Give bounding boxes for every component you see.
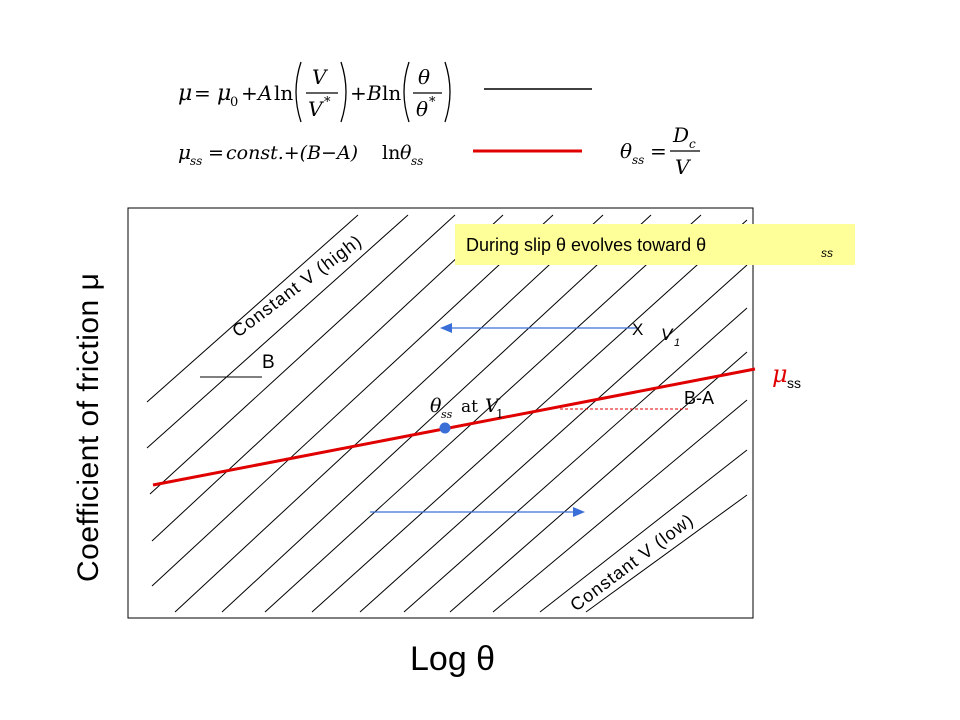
v1-label: V bbox=[661, 325, 674, 344]
svg-text:ln: ln bbox=[274, 81, 293, 105]
b-label: B bbox=[262, 352, 275, 373]
svg-text:+: + bbox=[241, 81, 258, 105]
svg-text:*: * bbox=[429, 95, 436, 110]
steady-state-equation: μ ss = const.+(B−A) ln θ ss bbox=[178, 140, 423, 168]
svg-text:V: V bbox=[312, 65, 329, 89]
svg-text:μ: μ bbox=[217, 81, 231, 106]
constant-v-high-label: Constant V (high) bbox=[228, 231, 365, 342]
svg-text:1: 1 bbox=[496, 407, 504, 421]
constant-v-line bbox=[221, 214, 652, 613]
constant-v-line bbox=[359, 264, 748, 613]
svg-text:at: at bbox=[461, 397, 478, 417]
constant-v-line bbox=[151, 214, 554, 587]
arrow-left-head bbox=[440, 323, 452, 333]
left-paren bbox=[295, 61, 302, 123]
svg-text:A: A bbox=[256, 81, 272, 105]
constant-v-line bbox=[449, 351, 748, 613]
svg-text:=: = bbox=[208, 142, 224, 164]
constant-v-line bbox=[539, 449, 748, 613]
left-paren bbox=[403, 61, 410, 123]
constant-v-line bbox=[174, 214, 604, 613]
constant-v-line bbox=[149, 214, 456, 495]
constant-velocity-lines bbox=[146, 214, 748, 613]
callout-box bbox=[455, 224, 855, 265]
constant-v-low-label: Constant V (low) bbox=[566, 510, 697, 616]
svg-text:μ: μ bbox=[178, 140, 191, 164]
svg-text:V: V bbox=[675, 155, 692, 179]
svg-text:θ: θ bbox=[620, 139, 632, 163]
arrow-right-head bbox=[573, 507, 585, 517]
constant-v-line bbox=[151, 214, 504, 542]
svg-text:+: + bbox=[350, 81, 367, 105]
svg-text:θ: θ bbox=[400, 142, 412, 164]
svg-text:θ: θ bbox=[418, 65, 430, 89]
svg-text:=: = bbox=[650, 139, 667, 163]
svg-text:D: D bbox=[672, 123, 689, 147]
rate-state-equation: μ = μ 0 + A ln V V * + B ln θ θ * bbox=[178, 61, 451, 123]
svg-text:c: c bbox=[689, 137, 696, 151]
callout-text-sub: ss bbox=[821, 246, 833, 260]
steady-state-friction-line bbox=[152, 367, 756, 487]
mu-ss-label-sub: ss bbox=[787, 375, 801, 391]
svg-text:=: = bbox=[194, 81, 211, 105]
svg-text:θ: θ bbox=[416, 97, 428, 121]
svg-text:θ: θ bbox=[430, 395, 442, 417]
svg-text:V: V bbox=[308, 97, 325, 121]
svg-text:ss: ss bbox=[441, 408, 453, 421]
mu-ss-label: μ bbox=[772, 360, 788, 388]
svg-text:μ: μ bbox=[178, 81, 192, 106]
constant-v-line bbox=[146, 214, 409, 449]
svg-text:const.+(B−A): const.+(B−A) bbox=[226, 142, 358, 164]
svg-text:*: * bbox=[324, 95, 331, 110]
theta-ss-equation: θ ss = D c V bbox=[620, 123, 700, 179]
evolution-arrows bbox=[370, 323, 639, 517]
svg-text:ss: ss bbox=[411, 154, 423, 168]
svg-text:ln: ln bbox=[382, 142, 400, 164]
constant-v-line bbox=[492, 399, 748, 613]
svg-text:ss: ss bbox=[632, 153, 644, 167]
steady-state-point bbox=[439, 422, 451, 434]
constant-v-line bbox=[146, 214, 359, 403]
plot-frame bbox=[127, 207, 754, 619]
callout-text: During slip θ evolves toward θ bbox=[466, 235, 706, 255]
svg-text:ss: ss bbox=[190, 154, 202, 168]
v1-label-sub: 1 bbox=[674, 337, 680, 349]
x-axis-label: Log θ bbox=[410, 640, 495, 678]
constant-v-line bbox=[264, 214, 702, 613]
svg-text:B: B bbox=[366, 81, 382, 105]
constant-v-line bbox=[585, 494, 748, 613]
right-paren bbox=[444, 61, 451, 123]
start-marker: X bbox=[632, 320, 643, 339]
svg-text:V: V bbox=[485, 395, 501, 417]
svg-text:0: 0 bbox=[230, 95, 238, 110]
y-axis-label: Coefficient of friction μ bbox=[72, 273, 105, 582]
right-paren bbox=[340, 61, 347, 123]
constant-v-line bbox=[311, 219, 748, 613]
constant-v-line bbox=[403, 307, 748, 613]
svg-text:ln: ln bbox=[382, 81, 401, 105]
theta-ss-at-v1-label: θ ss at V 1 bbox=[430, 395, 504, 421]
b-minus-a-label: B-A bbox=[684, 388, 714, 408]
